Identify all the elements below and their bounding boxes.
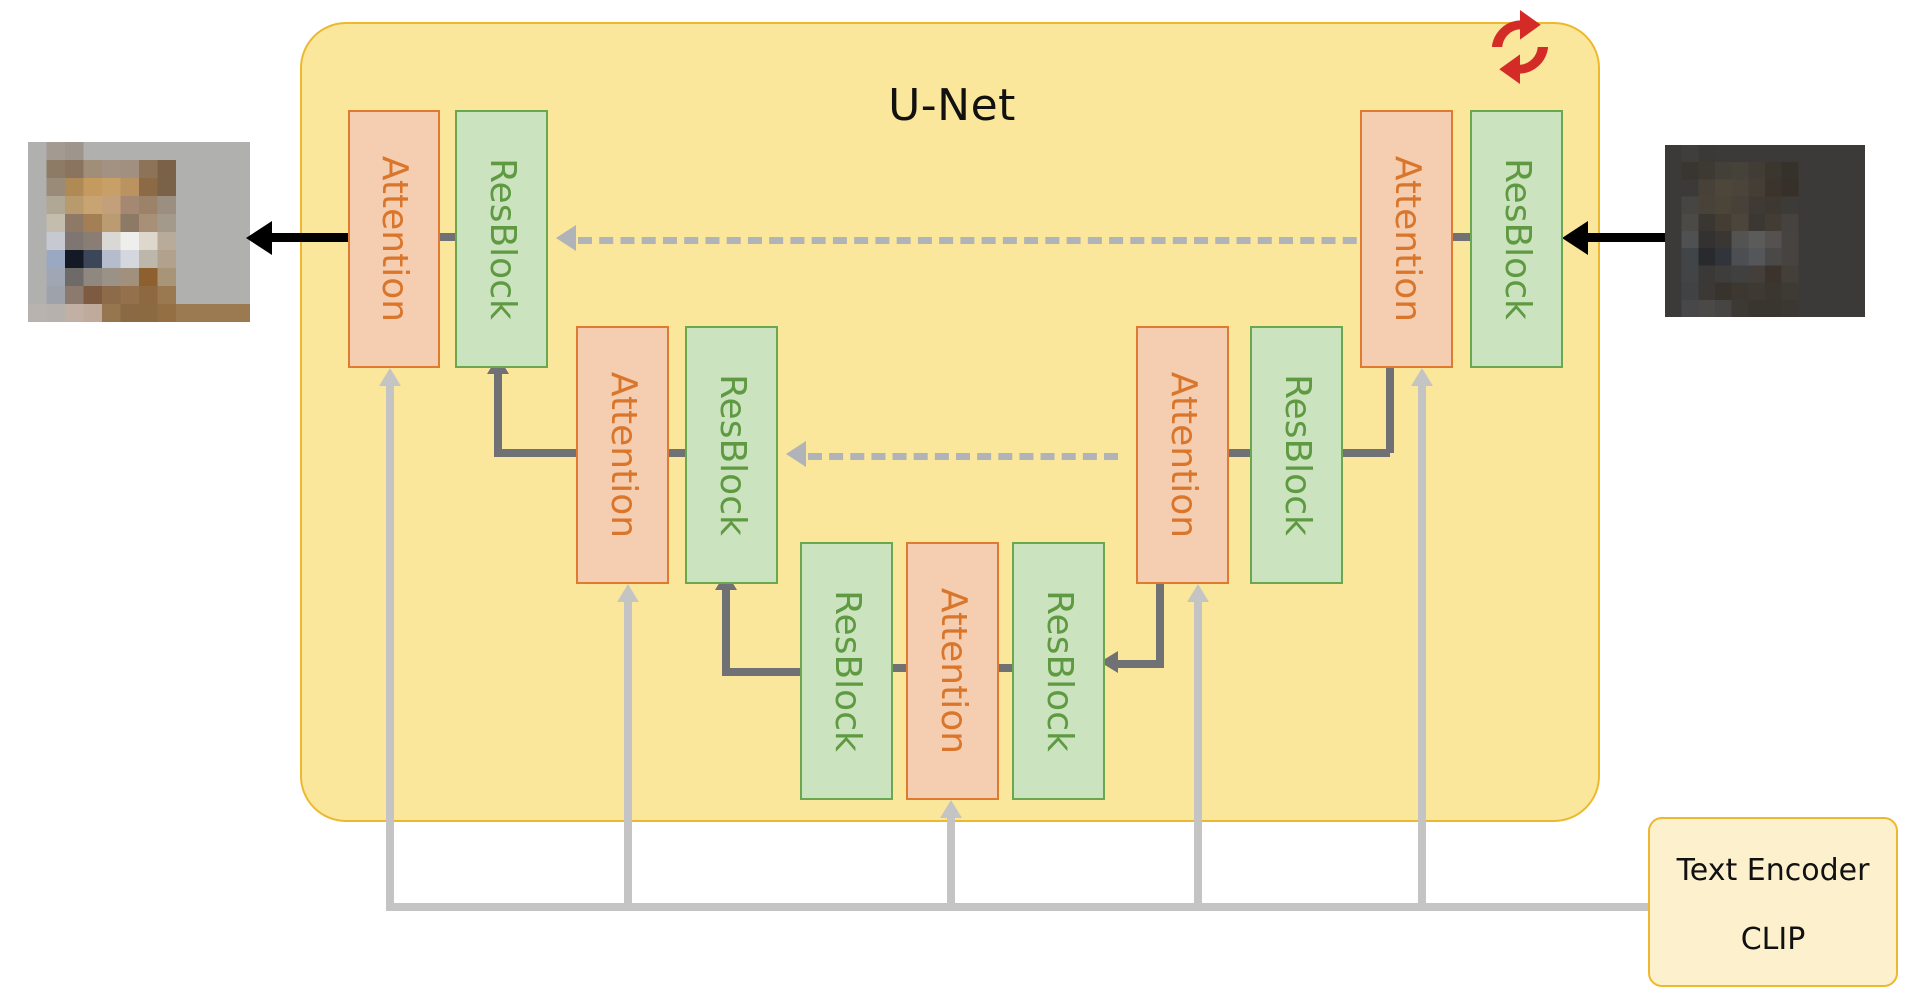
link-attn-l2r-res-l2r (1228, 449, 1252, 457)
page-title: U-Net (888, 80, 1016, 131)
block-label: ResBlock (711, 374, 753, 536)
downsample-connector-l1-to-l2-h (1338, 449, 1390, 457)
clip-riser-attn-l3-arrowhead (940, 800, 962, 818)
upsample-connector-l2-to-l1-h (494, 449, 578, 457)
block-attention-level2-left[interactable]: Attention (576, 326, 669, 584)
block-label: Attention (374, 155, 415, 323)
block-resblock-output[interactable]: ResBlock (455, 110, 548, 368)
input-image (1665, 145, 1865, 317)
block-label: ResBlock (1496, 158, 1538, 320)
clip-riser-attn-in-arrowhead (1411, 368, 1433, 386)
block-label: ResBlock (1038, 590, 1080, 752)
link-attn-l2l-res-l2l (666, 449, 690, 457)
clip-riser-attn-out-arrowhead (379, 368, 401, 386)
block-resblock-level3-right[interactable]: ResBlock (1012, 542, 1105, 800)
upsample-connector-l3-to-l2-v (722, 588, 730, 673)
block-attention-output[interactable]: Attention (348, 110, 440, 368)
clip-riser-attn-l3 (947, 818, 955, 906)
downsample-connector-l1-to-l2-v (1386, 367, 1394, 453)
block-attention-input[interactable]: Attention (1360, 110, 1453, 368)
clip-riser-attn-in (1418, 386, 1426, 906)
upsample-connector-l3-to-l2-h (722, 668, 804, 676)
input-arrow-line (1580, 233, 1665, 242)
link-res-l3l-attn-l3 (888, 664, 910, 672)
skip-connection-level1-arrowhead (556, 225, 576, 251)
text-encoder-model: CLIP (1740, 922, 1806, 957)
block-resblock-level2-left[interactable]: ResBlock (685, 326, 778, 584)
link-attn-l3-res-l3r (994, 664, 1016, 672)
refresh-loop-icon (1483, 10, 1557, 84)
output-image (28, 142, 250, 322)
clip-riser-attn-l2-left (624, 600, 632, 906)
skip-connection-level2 (808, 453, 1118, 460)
block-resblock-level3-left[interactable]: ResBlock (800, 542, 893, 800)
block-label: ResBlock (1276, 374, 1318, 536)
link-attn-out-res-out (438, 233, 460, 241)
block-label: Attention (1386, 155, 1428, 323)
output-arrow-line (264, 233, 354, 242)
block-attention-level3[interactable]: Attention (906, 542, 999, 800)
text-encoder-title: Text Encoder (1676, 853, 1870, 888)
input-arrow-head (1562, 221, 1588, 255)
skip-connection-level2-arrowhead (786, 441, 806, 467)
clip-riser-attn-l2-right (1194, 600, 1202, 906)
block-label: Attention (602, 371, 644, 539)
block-label: Attention (932, 587, 974, 755)
downsample-connector-l2-to-l3-h (1118, 660, 1162, 668)
clip-bus-horizontal (386, 903, 1654, 911)
block-label: Attention (1162, 371, 1204, 539)
block-label: ResBlock (481, 158, 523, 320)
clip-riser-attn-l2-left-arrowhead (617, 584, 639, 602)
clip-riser-attn-out (386, 386, 394, 906)
output-arrow-head (246, 221, 272, 255)
link-attn-in-res-in (1450, 233, 1472, 241)
clip-riser-attn-l2-right-arrowhead (1187, 584, 1209, 602)
block-resblock-level2-right[interactable]: ResBlock (1250, 326, 1343, 584)
block-resblock-input[interactable]: ResBlock (1470, 110, 1563, 368)
upsample-connector-l2-to-l1-v (494, 372, 502, 454)
block-attention-level2-right[interactable]: Attention (1136, 326, 1229, 584)
block-label: ResBlock (826, 590, 868, 752)
text-encoder-box[interactable]: Text Encoder CLIP (1648, 817, 1898, 987)
downsample-connector-l2-to-l3-v (1156, 582, 1164, 668)
skip-connection-level1 (578, 237, 1378, 244)
